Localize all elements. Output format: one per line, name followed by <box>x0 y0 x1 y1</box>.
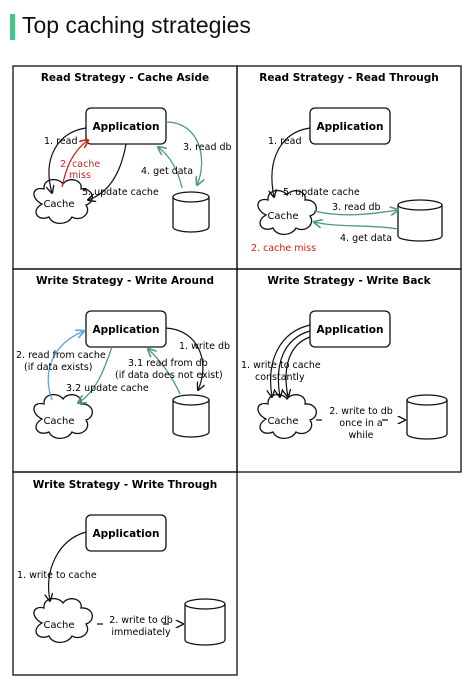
cell-write-through: Write Strategy - Write Through Applicati… <box>17 479 226 646</box>
arrow-get-data <box>314 222 399 230</box>
grid-frame <box>12 65 462 676</box>
label-write-db-3: while <box>349 430 374 441</box>
arrow-update-cache <box>78 346 113 403</box>
label-write-db-1: 2. write to db <box>109 615 173 626</box>
arrow-write-cache-constantly <box>271 324 311 397</box>
application-label: Application <box>93 324 160 336</box>
database-top <box>397 199 443 211</box>
cache-label: Cache <box>43 620 74 631</box>
arrow-read-from-db <box>148 349 181 395</box>
label-read: 1. read <box>44 136 77 147</box>
label-write-db-2: once in a <box>339 418 382 429</box>
label-read-from-cache-2: (if data exists) <box>24 362 92 373</box>
label-update-cache: 5. update cache <box>283 187 360 198</box>
title-accent-bar <box>10 14 15 40</box>
cell-write-around: Write Strategy - Write Around Applicatio… <box>16 275 230 440</box>
label-read-db: 3. read db <box>183 142 232 153</box>
application-box <box>85 514 167 552</box>
label-write-db: 1. write db <box>179 341 230 352</box>
cell-read-through: Read Strategy - Read Through Application… <box>251 72 443 254</box>
application-box <box>309 310 391 348</box>
arrow-read <box>49 127 87 193</box>
cell-write-back: Write Strategy - Write Back Application … <box>241 275 448 441</box>
cache-label: Cache <box>43 416 74 427</box>
arrow-read <box>272 127 311 197</box>
label-update-cache: 3.2 update cache <box>66 383 149 394</box>
label-write-db-1: 2. write to db <box>329 406 393 417</box>
arrow-read-db <box>313 210 398 215</box>
application-label: Application <box>93 528 160 540</box>
cell-title: Read Strategy - Cache Aside <box>41 72 209 84</box>
label-write-db-2: immediately <box>111 627 171 638</box>
label-write-cache-1: 1. write to cache <box>241 360 321 371</box>
database-cylinder <box>184 604 226 646</box>
label-get-data: 4. get data <box>141 166 193 177</box>
cell-title: Read Strategy - Read Through <box>259 72 438 84</box>
cache-cloud <box>33 597 93 644</box>
database-cylinder <box>406 400 448 440</box>
database-top <box>172 191 210 203</box>
cell-title: Write Strategy - Write Back <box>267 275 431 287</box>
cache-label: Cache <box>267 211 298 222</box>
cache-cloud <box>257 189 317 236</box>
cache-label: Cache <box>43 199 74 210</box>
database-top <box>406 394 448 406</box>
label-cache-miss: 2. cache miss <box>251 243 316 254</box>
arrow-read-db <box>165 121 202 185</box>
label-cache-miss-1: 2. cache <box>60 159 100 170</box>
label-read-from-cache-1: 2. read from cache <box>16 350 106 361</box>
application-label: Application <box>317 121 384 133</box>
database-top <box>172 394 210 406</box>
application-label: Application <box>317 324 384 336</box>
label-write-cache-2: constantly <box>255 372 305 383</box>
database-cylinder <box>397 205 443 242</box>
label-read-db: 3. read db <box>332 202 381 213</box>
cache-cloud <box>257 393 317 440</box>
cache-label: Cache <box>267 416 298 427</box>
database-cylinder <box>172 197 210 233</box>
arrow-get-data <box>158 147 183 189</box>
database-top <box>184 598 226 610</box>
cell-title: Write Strategy - Write Around <box>36 275 214 287</box>
application-label: Application <box>93 121 160 133</box>
cache-cloud <box>33 393 93 440</box>
cell-cache-aside: Read Strategy - Cache Aside Application … <box>33 72 232 233</box>
arrow-write-db <box>165 327 203 390</box>
label-update-cache: 5. update cache <box>82 187 159 198</box>
arrow-read-from-cache <box>47 331 84 401</box>
cell-title: Write Strategy - Write Through <box>33 479 217 491</box>
arrow-update-cache <box>88 143 127 200</box>
label-read: 1. read <box>268 136 301 147</box>
application-box <box>309 107 391 145</box>
label-read-from-db-2: (if data does not exist) <box>115 370 223 381</box>
label-read-from-db-1: 3.1 read from db <box>128 358 208 369</box>
label-write-cache: 1. write to cache <box>17 570 97 581</box>
label-get-data: 4. get data <box>340 233 392 244</box>
arrow-cache-miss <box>61 140 88 188</box>
page-title: Top caching strategies <box>22 12 251 38</box>
arrow-write-cache <box>49 531 87 601</box>
application-box <box>85 310 167 348</box>
database-cylinder <box>172 400 210 438</box>
label-cache-miss-2: miss <box>69 170 91 181</box>
